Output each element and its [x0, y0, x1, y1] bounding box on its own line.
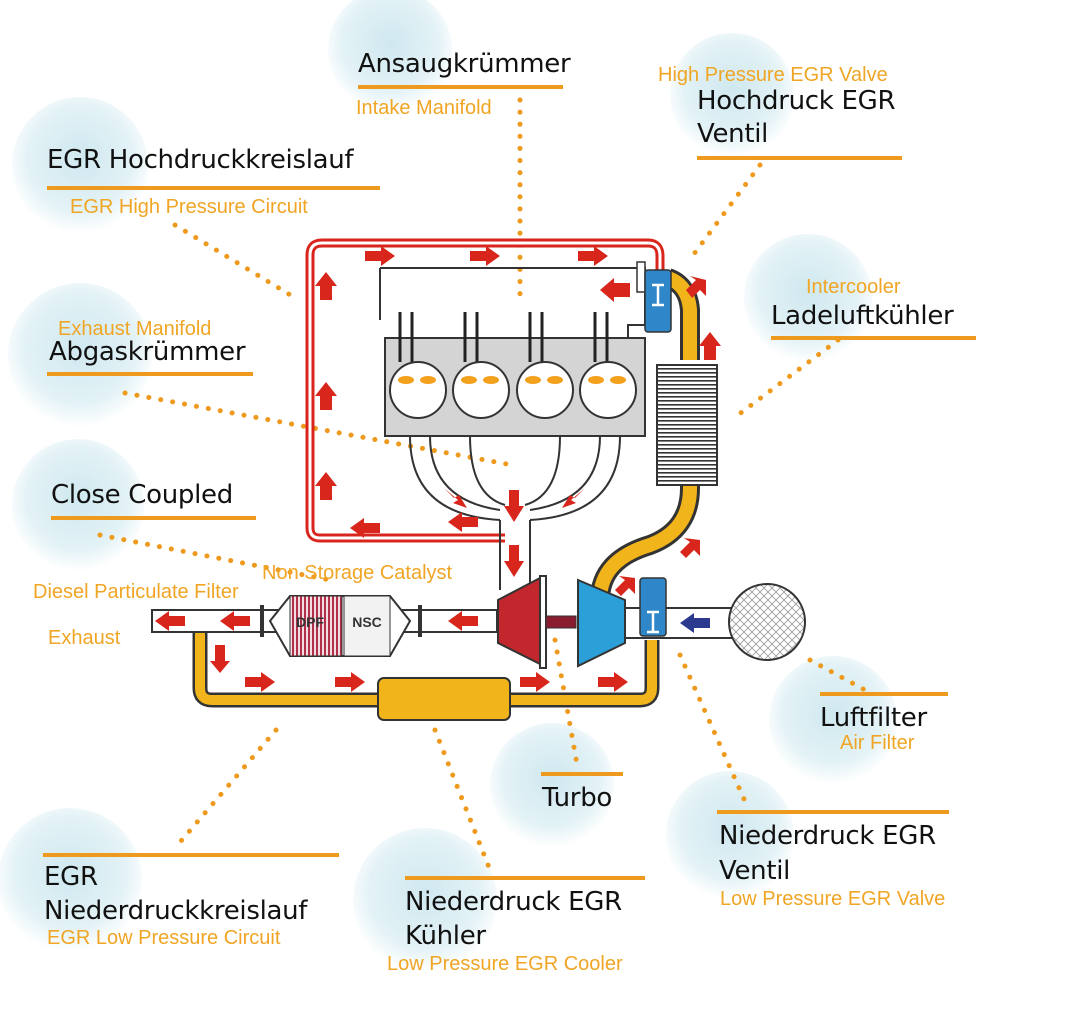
label-intake-manifold: Ansaugkrümmer [358, 49, 571, 79]
label-egr-hp-circuit: EGR Hochdruckkreislauf [47, 145, 354, 175]
label-underlines [43, 85, 976, 880]
label-egr-lp-circuit-2: Niederdruckkreislauf [44, 896, 308, 926]
intercooler [656, 364, 718, 486]
label-turbo: Turbo [542, 783, 613, 813]
label-lp-egr-cooler-en: Low Pressure EGR Cooler [387, 953, 623, 975]
label-egr-lp-circuit-en: EGR Low Pressure Circuit [47, 927, 281, 949]
lp-egr-cooler [377, 677, 511, 721]
label-egr-hp-circuit-en: EGR High Pressure Circuit [70, 196, 308, 218]
label-close-coupled-en: Non Storage Catalyst [262, 562, 453, 584]
label-intake-manifold-en: Intake Manifold [356, 97, 492, 119]
label-hp-egr-valve-2: Ventil [697, 119, 769, 149]
leader-lines [97, 97, 868, 878]
hp-egr-valve [636, 261, 672, 333]
label-air-filter: Luftfilter [820, 703, 927, 733]
label-dpf-en: Diesel Particulate Filter [33, 581, 239, 603]
label-hp-egr-valve-en: High Pressure EGR Valve [658, 64, 888, 86]
exhaust-manifold-runners [409, 435, 621, 590]
nsc-tag: NSC [352, 614, 382, 630]
label-lp-egr-cooler-1: Niederdruck EGR [405, 887, 622, 917]
background-bubbles [0, 0, 897, 972]
label-lp-egr-cooler-2: Kühler [405, 921, 486, 951]
flow-arrows-red [155, 246, 721, 692]
air-filter [728, 583, 806, 661]
label-intercooler-en: Intercooler [806, 276, 901, 298]
dpf-tag: DPF [296, 614, 324, 630]
label-exhaust-en: Exhaust [48, 627, 121, 649]
label-lp-egr-valve-1: Niederdruck EGR [719, 821, 936, 851]
label-air-filter-en: Air Filter [840, 732, 915, 754]
label-egr-lp-circuit-1: EGR [44, 862, 98, 892]
label-close-coupled: Close Coupled [51, 480, 233, 510]
dpf-nsc-unit: DPF NSC [268, 595, 412, 657]
label-lp-egr-valve-2: Ventil [719, 856, 791, 886]
flow-arrow-blue [680, 613, 710, 633]
engine-block [379, 267, 646, 437]
label-intercooler: Ladeluftkühler [771, 301, 954, 331]
label-hp-egr-valve-1: Hochdruck EGR [697, 86, 896, 116]
label-exhaust-manifold: Abgaskrümmer [49, 337, 246, 367]
label-exhaust-manifold-en: Exhaust Manifold [58, 318, 212, 340]
turbocharger [497, 575, 626, 669]
lp-egr-valve [639, 577, 667, 637]
label-lp-egr-valve-en: Low Pressure EGR Valve [720, 888, 946, 910]
